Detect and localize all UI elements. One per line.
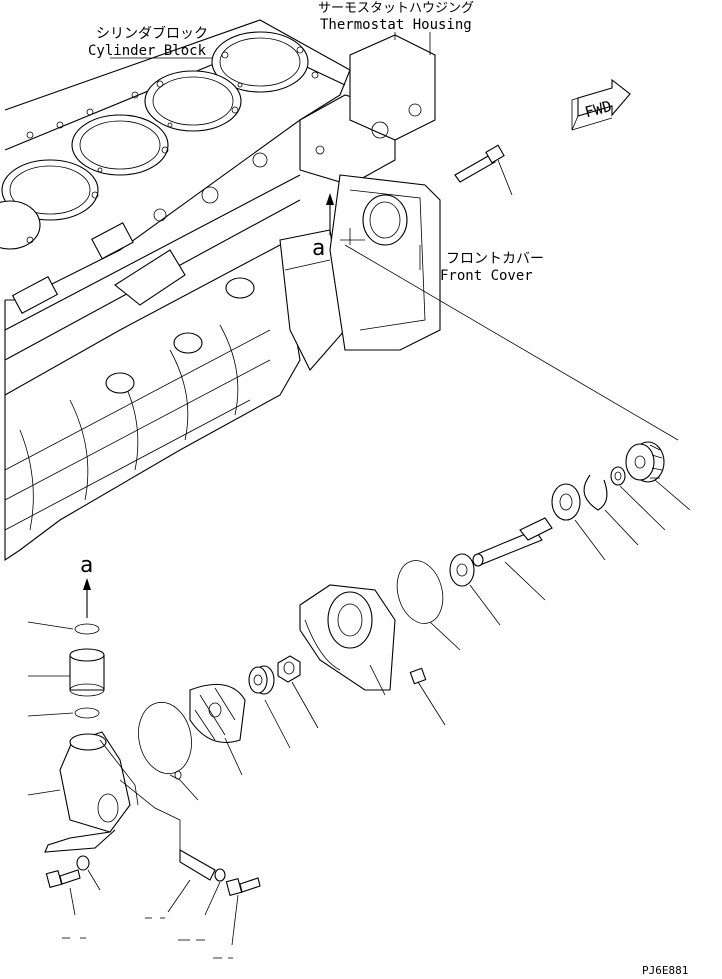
upper-o-ring	[27, 621, 100, 635]
nut	[277, 655, 319, 729]
view-a-label-engine: a	[312, 236, 325, 261]
water-tube	[28, 648, 105, 697]
bracket	[119, 779, 216, 913]
small-o-ring	[174, 770, 199, 801]
large-o-ring	[396, 560, 461, 651]
front-cover	[329, 174, 441, 351]
cylinder-block-label-jp: シリンダブロック	[96, 25, 208, 42]
bearing-2	[449, 553, 501, 626]
index-marks	[62, 917, 233, 959]
front-cover-label-en: Front Cover	[440, 268, 533, 284]
snap-ring	[583, 474, 639, 546]
view-a-label-parts: a	[80, 553, 93, 578]
bearing-1	[551, 483, 606, 561]
front-cover-label-jp: フロントカバー	[446, 251, 544, 267]
impeller	[189, 683, 246, 776]
housing-bolt	[454, 144, 513, 196]
cylinder-block	[0, 19, 351, 562]
thermostat-housing-label-jp: サーモスタットハウジング	[318, 1, 474, 16]
gasket	[138, 701, 192, 781]
pump-housing	[299, 584, 396, 696]
view-arrow-parts	[83, 578, 91, 618]
drawing-code: PJ6E881	[642, 964, 688, 977]
washer-right	[204, 868, 226, 916]
fwd-arrow-icon	[571, 78, 631, 131]
view-arrow-engine	[326, 193, 365, 245]
bolt-right	[225, 877, 261, 946]
pump-mount-leader	[344, 244, 679, 441]
housing-screw	[409, 667, 446, 726]
lower-o-ring	[27, 707, 100, 719]
cylinder-block-label-en: Cylinder Block	[88, 43, 207, 59]
water-elbow	[27, 731, 139, 853]
pump-shaft	[472, 517, 553, 601]
mechanical-seal	[248, 665, 291, 749]
washer-1	[610, 466, 666, 531]
thermostat-housing	[299, 34, 436, 186]
bolt-left	[45, 869, 81, 916]
washer-left	[76, 855, 101, 891]
thermostat-housing-label-en: Thermostat Housing	[320, 17, 472, 33]
pump-gear	[625, 441, 691, 511]
